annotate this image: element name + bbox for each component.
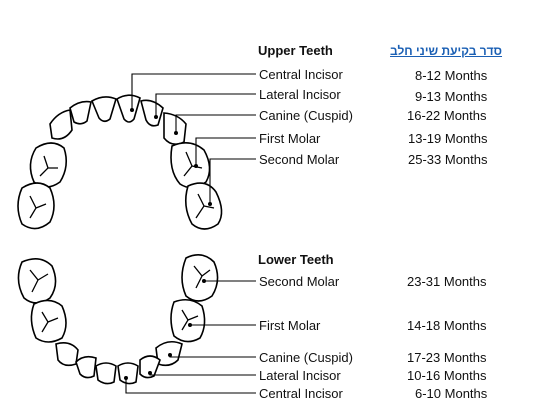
lower-right-lateral-incisor: [139, 355, 161, 379]
upper-lateral-incisor-age: 9-13 Months: [415, 89, 488, 104]
upper-second-molar-label: Second Molar: [259, 152, 340, 167]
lower-first-molar-label: First Molar: [259, 318, 321, 333]
upper-arch: [17, 94, 223, 230]
lower-first-molar-age: 14-18 Months: [407, 318, 487, 333]
upper-right-canine: [163, 112, 187, 146]
upper-left-first-molar: [29, 142, 68, 188]
lower-lateral-incisor-label: Lateral Incisor: [259, 368, 341, 383]
upper-central-incisor-label: Central Incisor: [259, 67, 343, 82]
lower-central-incisor-age: 6-10 Months: [415, 386, 488, 401]
upper-leader-lines: [130, 73, 256, 206]
lower-left-lateral-incisor: [75, 355, 97, 379]
upper-right-first-molar: [170, 142, 211, 189]
lower-arch: [17, 254, 219, 385]
lower-second-molar-label: Second Molar: [259, 274, 340, 289]
leader-upper-first-molar: [195, 137, 256, 166]
lower-right-central-incisor: [117, 362, 139, 385]
upper-right-lateral-incisor: [140, 99, 164, 127]
lower-right-second-molar: [181, 254, 219, 302]
upper-first-molar-label: First Molar: [259, 131, 321, 146]
lower-canine-age: 17-23 Months: [407, 350, 487, 365]
leader-lower-lateral-incisor: [149, 372, 256, 376]
lower-leader-lines: [124, 279, 256, 394]
lower-second-molar-age: 23-31 Months: [407, 274, 487, 289]
upper-canine-age: 16-22 Months: [407, 108, 487, 123]
upper-lateral-incisor-label: Lateral Incisor: [259, 87, 341, 102]
lower-left-central-incisor: [95, 362, 117, 385]
upper-first-molar-age: 13-19 Months: [408, 131, 488, 146]
leader-upper-central-incisor: [131, 73, 256, 110]
leader-upper-lateral-incisor: [155, 93, 256, 117]
lower-teeth-heading: Lower Teeth: [258, 252, 334, 267]
upper-central-incisor-age: 8-12 Months: [415, 68, 488, 83]
upper-right-central-incisor: [116, 94, 141, 123]
upper-left-lateral-incisor: [69, 100, 92, 125]
upper-second-molar-age: 25-33 Months: [408, 152, 488, 167]
leader-upper-second-molar: [209, 158, 256, 204]
upper-canine-label: Canine (Cuspid): [259, 108, 353, 123]
eruption-order-link[interactable]: סדר בקיעת שיני חלב: [390, 44, 503, 58]
lower-canine-label: Canine (Cuspid): [259, 350, 353, 365]
upper-left-central-incisor: [90, 96, 117, 123]
leader-lower-central-incisor: [125, 378, 256, 394]
lower-central-incisor-label: Central Incisor: [259, 386, 343, 401]
upper-left-canine: [49, 109, 73, 140]
upper-left-second-molar: [17, 182, 55, 230]
lower-lateral-incisor-age: 10-16 Months: [407, 368, 487, 383]
leader-lower-canine: [169, 354, 256, 358]
leader-upper-canine: [175, 114, 256, 133]
upper-teeth-heading: Upper Teeth: [258, 43, 333, 58]
lower-left-canine: [55, 342, 79, 367]
